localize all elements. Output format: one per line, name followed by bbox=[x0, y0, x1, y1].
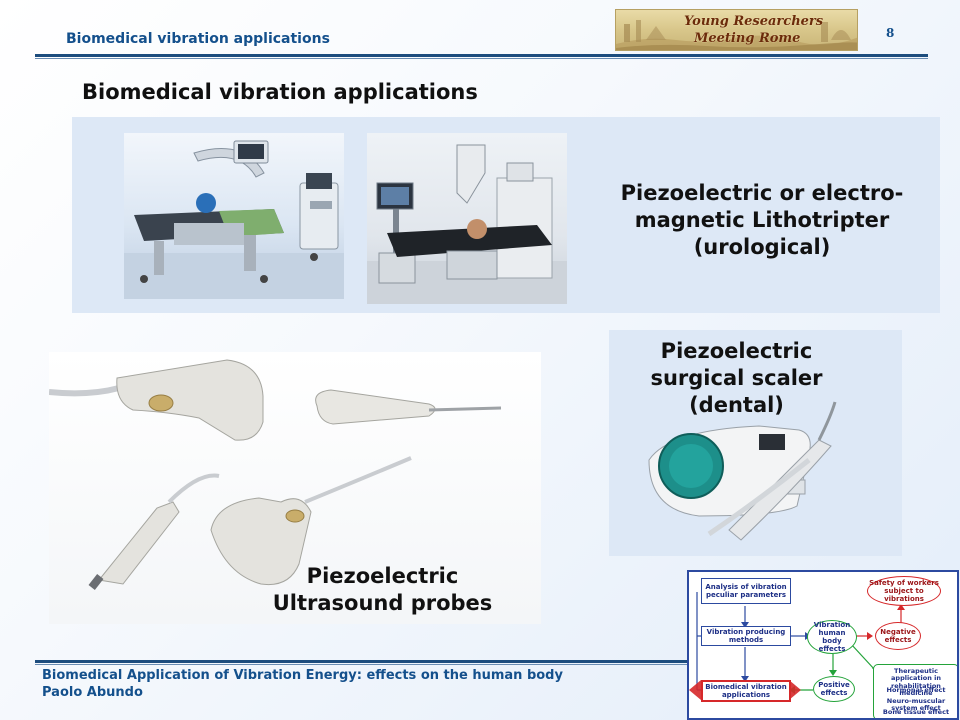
header-title: Biomedical vibration applications bbox=[66, 31, 330, 47]
header-divider-thin bbox=[35, 58, 928, 59]
logo-landscape-image bbox=[616, 20, 857, 50]
probes-caption-line2: Ultrasound probes bbox=[272, 590, 493, 615]
page-number: 8 bbox=[886, 26, 895, 40]
surgical-scaler-panel bbox=[609, 330, 902, 556]
hormonal-effect-label: Hormonal effect bbox=[886, 686, 946, 694]
scaler-caption: Piezoelectric surgical scaler (dental) bbox=[613, 338, 860, 419]
lithotripter-photo-2 bbox=[367, 133, 567, 304]
lithotripter-caption-line1: Piezoelectric or electro- bbox=[620, 181, 904, 205]
node-analysis-label: Analysis of vibration peculiar parameter… bbox=[705, 582, 787, 599]
node-positive-effects: Positive effects bbox=[813, 676, 855, 702]
slide-title: Biomedical vibration applications bbox=[82, 80, 478, 104]
node-producing-methods-label: Vibration producing methods bbox=[706, 627, 786, 644]
vibration-flow-diagram: Analysis of vibration peculiar parameter… bbox=[687, 570, 959, 720]
ultrasound-probes-image bbox=[48, 359, 502, 590]
therapeutic-label: Therapeutic application in rehabilitatio… bbox=[891, 667, 941, 698]
node-safety-of-workers: Safety of workers subject to vibrations bbox=[867, 576, 941, 606]
node-safety-of-workers-label: Safety of workers subject to vibrations bbox=[869, 578, 939, 604]
header-divider bbox=[35, 54, 928, 57]
neuro-effect-label: Neuro-muscular system effect bbox=[886, 697, 946, 713]
lithotripter-caption-line2: magnetic Lithotripter bbox=[634, 207, 890, 232]
node-biomedical-applications-label: Biomedical vibration applications bbox=[705, 682, 787, 699]
node-therapeutic-application: Therapeutic application in rehabilitatio… bbox=[873, 664, 957, 718]
logo-text-line1: Young Researchers bbox=[684, 14, 824, 29]
dental-scaler-image bbox=[648, 401, 837, 541]
diagram-connectors bbox=[689, 592, 905, 700]
scaler-caption-line2: surgical scaler bbox=[650, 365, 823, 390]
footer-divider bbox=[35, 660, 690, 663]
node-human-body-effects-label: Vibration human body effects bbox=[813, 620, 851, 654]
node-producing-methods: Vibration producing methods bbox=[701, 626, 791, 646]
scaler-caption-line1: Piezoelectric bbox=[660, 339, 813, 363]
ultrasound-probes-panel bbox=[48, 352, 541, 624]
node-negative-effects: Negative effects bbox=[875, 622, 921, 650]
lithotripter-caption: Piezoelectric or electro- magnetic Litho… bbox=[593, 180, 931, 261]
footer-divider-thin bbox=[35, 664, 690, 665]
logo-text-line2: Meeting Rome bbox=[694, 31, 801, 46]
meeting-logo: Young Researchers Meeting Rome bbox=[615, 9, 858, 51]
scaler-caption-line3: (dental) bbox=[689, 392, 784, 417]
bone-effect-label: Bone tissue effect bbox=[882, 708, 950, 716]
lithotripter-photo-1 bbox=[124, 133, 344, 299]
node-negative-effects-label: Negative effects bbox=[880, 627, 916, 644]
footer-presentation-title: Biomedical Application of Vibration Ener… bbox=[42, 668, 563, 683]
footer-author: Paolo Abundo bbox=[42, 685, 143, 700]
lithotripter-caption-line3: (urological) bbox=[693, 234, 831, 259]
node-positive-effects-label: Positive effects bbox=[818, 680, 850, 697]
node-biomedical-applications: Biomedical vibration applications bbox=[701, 680, 791, 702]
probes-caption: Piezoelectric Ultrasound probes bbox=[240, 563, 525, 617]
node-human-body-effects: Vibration human body effects bbox=[807, 620, 857, 654]
probes-caption-line1: Piezoelectric bbox=[306, 564, 459, 588]
node-analysis: Analysis of vibration peculiar parameter… bbox=[701, 578, 791, 604]
